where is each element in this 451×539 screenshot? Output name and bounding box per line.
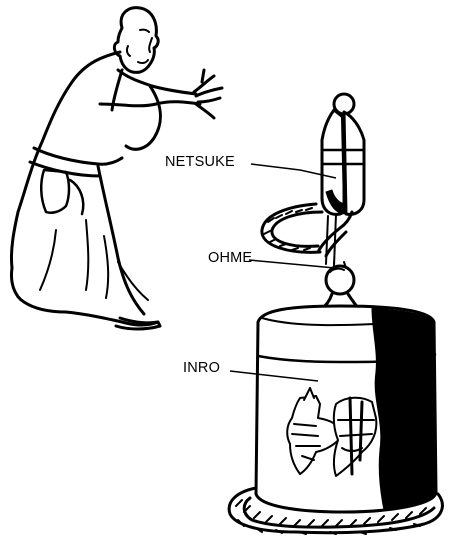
inro-label: INRO <box>183 361 220 376</box>
netsuke <box>322 94 364 214</box>
ohme-bead <box>320 262 360 310</box>
ohme-label: OHME <box>208 251 252 266</box>
monk-hand <box>194 70 222 118</box>
ohme-leader-line <box>249 260 335 268</box>
netsuke-label: NETSUKE <box>165 155 235 170</box>
inro-case <box>256 306 436 512</box>
